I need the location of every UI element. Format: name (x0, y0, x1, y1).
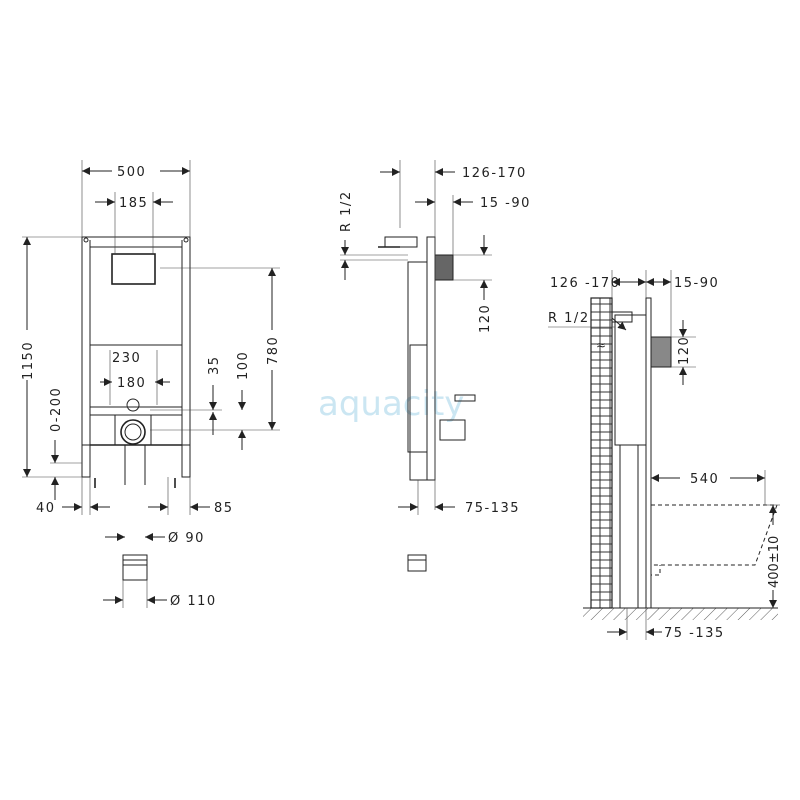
dim-side-inlet: R 1/2 (339, 190, 354, 232)
dim-height-0-200: 0-200 (49, 387, 64, 432)
toilet-bowl-outline (650, 504, 778, 576)
dim-35: 35 (207, 355, 222, 375)
dim-pipe-110: Ø 110 (170, 594, 217, 609)
front-view: 500 185 1150 0-200 230 180 35 100 780 (21, 160, 281, 609)
dim-installed-offset: 15-90 (674, 276, 719, 291)
side-view: 126-170 15 -90 R 1/2 120 75-135 (339, 160, 531, 572)
dim-780: 780 (266, 336, 281, 365)
dim-leg-85: 85 (214, 501, 234, 516)
dim-100: 100 (236, 351, 251, 380)
dim-installed-base: 75 -135 (664, 626, 725, 641)
installed-view: ≈ 126 -170 15-90 R 1/2 120 540 400±10 (548, 270, 782, 641)
dim-side-base: 75-135 (465, 501, 520, 516)
dim-bowl-length: 540 (690, 472, 719, 487)
dim-side-offset: 15 -90 (480, 196, 531, 211)
floor-hatch (583, 608, 778, 620)
dim-side-depth: 126-170 (462, 166, 527, 181)
dim-installed-120: 120 (677, 336, 692, 365)
dim-height-1150: 1150 (21, 341, 36, 380)
dim-bowl-180: 180 (117, 376, 146, 391)
front-frame (81, 236, 191, 581)
installed-frame: ≈ (596, 297, 672, 609)
dim-leg-40: 40 (36, 501, 56, 516)
watermark-logo: aquacity (318, 384, 464, 424)
dim-side-120: 120 (478, 304, 493, 333)
dim-bowl-height: 400±10 (767, 536, 782, 588)
dim-pipe-90: Ø 90 (168, 531, 205, 546)
water-symbol-icon: ≈ (596, 338, 606, 352)
dim-bolt-230: 230 (112, 351, 141, 366)
dim-width-185: 185 (119, 196, 148, 211)
dim-installed-depth: 126 -170 (550, 276, 620, 291)
dim-installed-inlet: R 1/2 (548, 311, 590, 326)
dim-width-500: 500 (117, 165, 146, 180)
